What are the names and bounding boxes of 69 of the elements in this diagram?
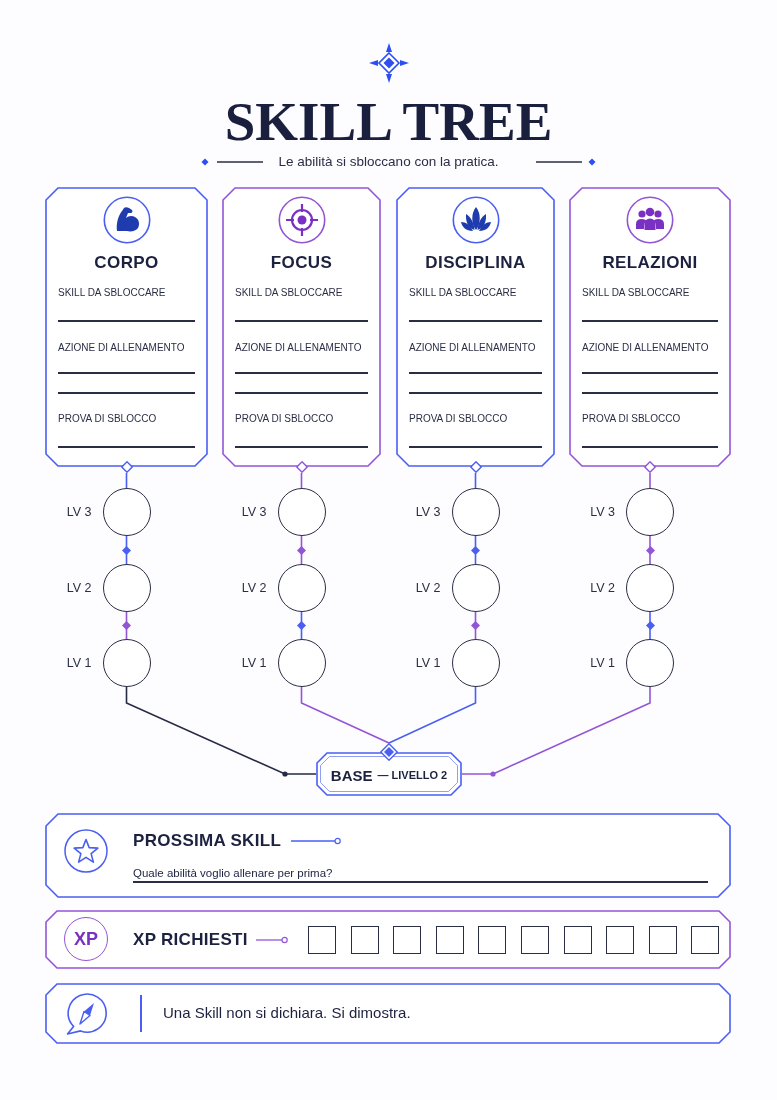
level-circle: [277, 639, 326, 687]
level-label: LV 1: [66, 655, 92, 671]
level-label: LV 3: [415, 504, 441, 520]
card-title: RELAZIONI: [602, 253, 698, 273]
title: SKILL TREE: [224, 92, 553, 152]
field-label: AZIONE DI ALLENAMENTO: [235, 342, 362, 354]
skill-card: [45, 187, 208, 473]
level-circle: [626, 564, 674, 612]
connector-line: [649, 611, 651, 640]
level-circle: [451, 564, 500, 612]
connector-line: [125, 535, 128, 565]
field-label: AZIONE DI ALLENAMENTO: [582, 342, 709, 354]
connector-line: [300, 535, 303, 565]
level-label: LV 2: [415, 580, 441, 596]
field-label: PROVA DI SBLOCCO: [58, 413, 157, 425]
level-circle: [277, 488, 326, 536]
connector-line: [461, 686, 651, 777]
field-label: SKILL DA SBLOCCARE: [235, 287, 343, 299]
level-circle: [451, 488, 500, 536]
level-circle: [277, 564, 326, 612]
node-title: BASE: [330, 766, 373, 784]
connector-line: [649, 535, 651, 565]
level-label: LV 1: [415, 655, 441, 671]
level-circle: [102, 564, 151, 612]
card-title: DISCIPLINA: [425, 253, 526, 273]
connector-line: [649, 472, 651, 489]
node-subtitle: — LIVELLO 2: [377, 769, 448, 781]
field-label: SKILL DA SBLOCCARE: [58, 287, 166, 299]
level-circle: [102, 639, 151, 687]
level-label: LV 2: [66, 580, 92, 596]
level-label: LV 2: [241, 580, 267, 596]
xp-panel: [45, 910, 731, 969]
field-label: SKILL DA SBLOCCARE: [582, 287, 690, 299]
connector-line: [474, 611, 477, 640]
level-label: LV 3: [590, 504, 615, 520]
panel-question: Quale abilità voglio allenare per prima?: [133, 866, 333, 880]
connector-line: [474, 535, 477, 565]
level-label: LV 3: [66, 504, 92, 520]
field-label: PROVA DI SBLOCCO: [582, 413, 681, 425]
field-label: SKILL DA SBLOCCARE: [409, 287, 517, 299]
level-circle: [451, 639, 500, 687]
connector-line: [125, 686, 317, 777]
skill-card: [222, 187, 381, 473]
field-label: AZIONE DI ALLENAMENTO: [58, 342, 185, 354]
connector-line: [300, 686, 390, 744]
level-circle: [626, 488, 674, 536]
panel-heading: PROSSIMA SKILL: [133, 831, 282, 851]
subtitle: Le abilità si sbloccano con la pratica.: [278, 154, 499, 170]
connector-line: [300, 611, 303, 640]
skill-card: [396, 187, 555, 473]
connector-line: [125, 611, 128, 640]
connector-line: [388, 686, 477, 744]
quote-text: Una Skill non si dichiara. Si dimostra.: [163, 1004, 411, 1022]
level-circle: [626, 639, 674, 687]
base-node: [316, 743, 462, 796]
field-label: AZIONE DI ALLENAMENTO: [409, 342, 536, 354]
level-label: LV 3: [241, 504, 267, 520]
panel-heading: XP RICHIESTI: [133, 930, 248, 950]
card-title: CORPO: [94, 253, 159, 273]
card-title: FOCUS: [270, 253, 333, 273]
skill-card: [569, 187, 731, 473]
prompt-panel: [45, 813, 731, 898]
field-label: PROVA DI SBLOCCO: [409, 413, 508, 425]
level-label: LV 1: [241, 655, 267, 671]
field-label: PROVA DI SBLOCCO: [235, 413, 334, 425]
level-circle: [102, 488, 151, 536]
level-label: LV 1: [590, 655, 615, 671]
level-label: LV 2: [590, 580, 615, 596]
quote-panel: [45, 983, 731, 1044]
